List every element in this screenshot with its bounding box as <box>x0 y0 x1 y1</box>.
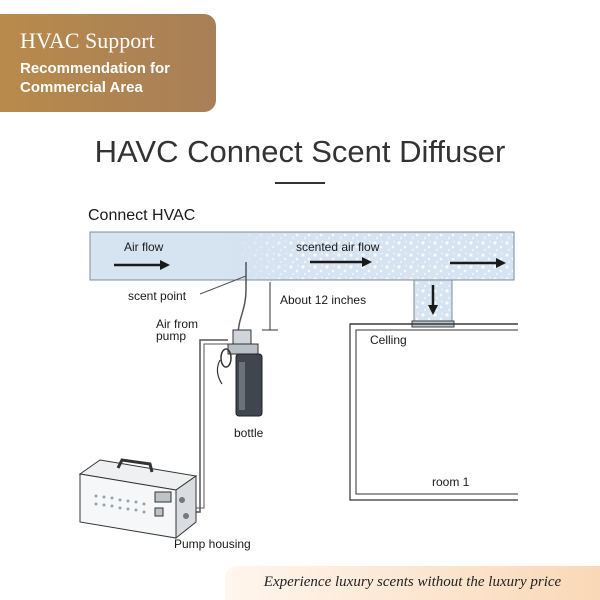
tagline-banner: Experience luxury scents without the lux… <box>225 566 600 600</box>
scented-air-flow-label: scented air flow <box>296 240 380 254</box>
badge-subtitle-line1: Recommendation for <box>20 60 171 77</box>
badge-subtitle-line2: Commercial Area <box>20 79 143 96</box>
down-flow-arrow <box>428 285 438 315</box>
tagline-text: Experience luxury scents without the lux… <box>263 574 562 590</box>
air-flow-label: Air flow <box>124 240 164 254</box>
support-badge: HVAC Support Recommendation for Commerci… <box>0 14 216 112</box>
pump-housing-label: Pump housing <box>174 537 251 551</box>
room-label: room 1 <box>432 475 470 489</box>
pump-housing <box>78 458 198 540</box>
page-title: HAVC Connect Scent Diffuser <box>94 134 506 169</box>
air-from-pump-label-line1: Air from <box>156 317 198 331</box>
title-divider <box>275 182 325 184</box>
scented-air-flow-arrow <box>310 257 372 267</box>
outlet-flow-arrow <box>450 258 506 268</box>
scent-bottle <box>216 329 263 417</box>
scent-point-label: scent point <box>128 289 187 303</box>
bottle-label: bottle <box>234 426 264 440</box>
connect-hvac-label: Connect HVAC <box>88 207 195 224</box>
air-from-pump-label-line2: pump <box>156 329 186 343</box>
badge-title: HVAC Support <box>20 28 155 53</box>
air-flow-arrow <box>114 260 170 270</box>
ceiling-label: Celling <box>370 333 407 347</box>
badge-subtitle: Recommendation for Commercial Area <box>20 59 216 97</box>
distance-marker <box>262 282 278 331</box>
about-12-inches-label: About 12 inches <box>280 293 366 307</box>
scent-point-leader <box>199 275 247 295</box>
room-outline <box>349 323 518 501</box>
